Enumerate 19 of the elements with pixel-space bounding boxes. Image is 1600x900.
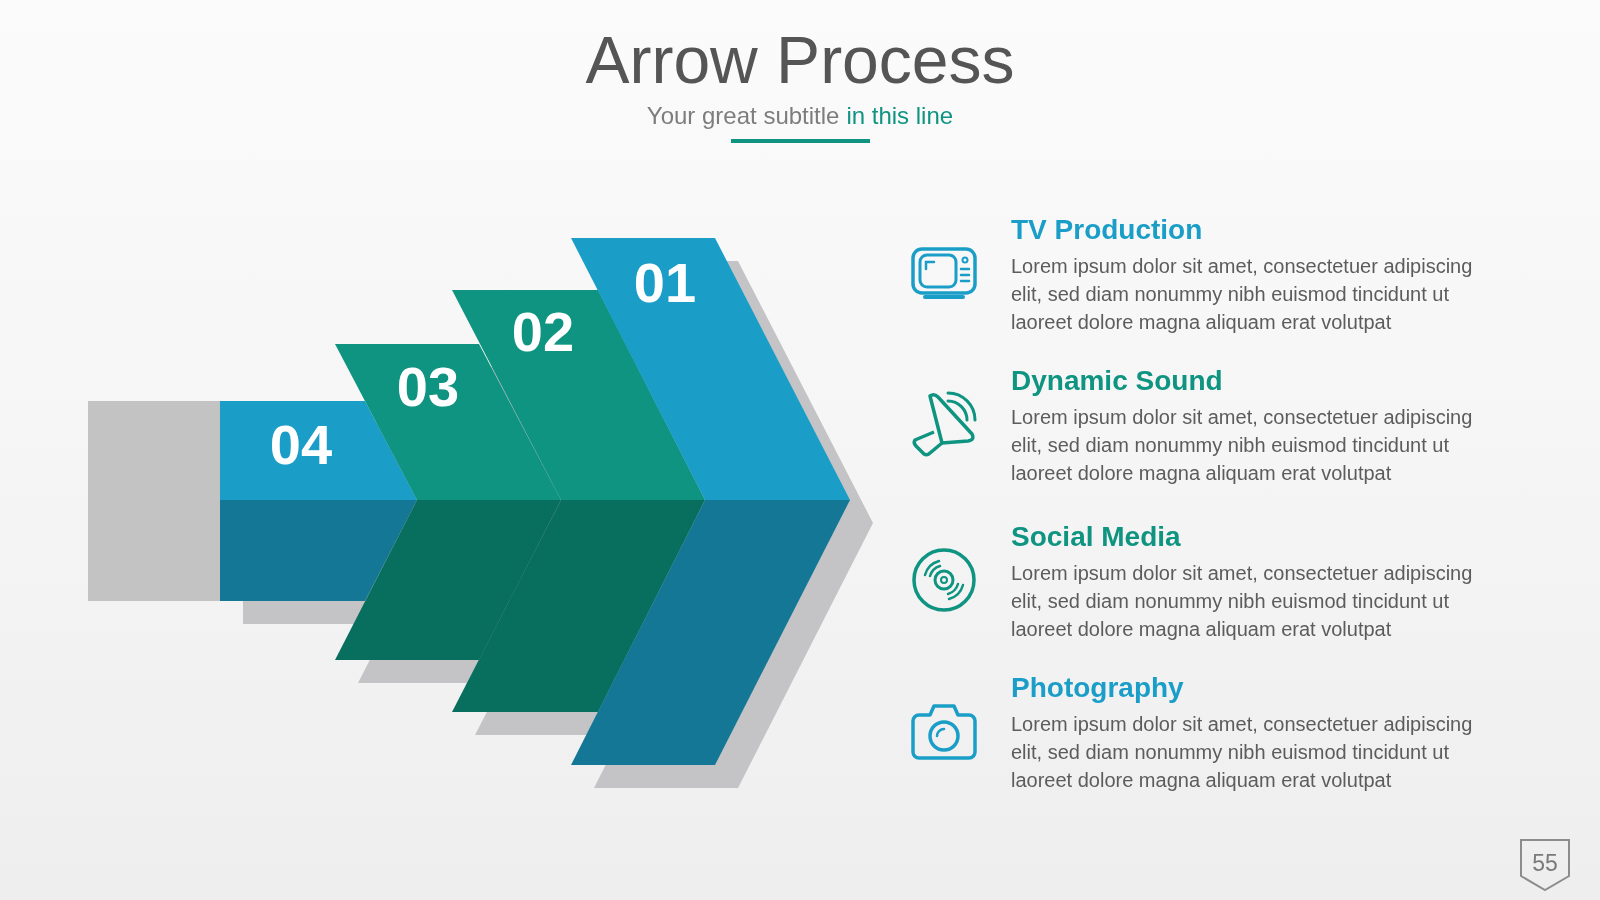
item-heading: Dynamic Sound — [1011, 364, 1223, 398]
item-heading: TV Production — [1011, 213, 1203, 247]
page-number: 55 — [1532, 850, 1558, 876]
step-number: 03 — [396, 357, 460, 417]
item-heading: Social Media — [1011, 520, 1181, 554]
item-description: Lorem ipsum dolor sit amet, consectetuer adipiscing elit, sed diam nonummy nibh euismod tincidunt ut laoreet dolore magna aliquam erat volutpat — [1011, 405, 1474, 486]
subtitle-highlight: in this line — [846, 101, 954, 131]
step-number: 02 — [511, 302, 575, 362]
page-number-badge — [1520, 839, 1570, 891]
item-description: Lorem ipsum dolor sit amet, consectetuer adipiscing elit, sed diam nonummy nibh euismod tincidunt ut laoreet dolore magna aliquam erat volutpat — [1011, 254, 1474, 335]
step-number: 01 — [633, 253, 697, 313]
item-description: Lorem ipsum dolor sit amet, consectetuer adipiscing elit, sed diam nonummy nibh euismod tincidunt ut laoreet dolore magna aliquam erat volutpat — [1011, 561, 1474, 642]
chevron-band — [571, 238, 850, 765]
slide-title: Arrow Process — [585, 22, 1015, 98]
subtitle: Your great subtitle — [646, 101, 840, 131]
item-description: Lorem ipsum dolor sit amet, consectetuer adipiscing elit, sed diam nonummy nibh euismod tincidunt ut laoreet dolore magna aliquam erat volutpat — [1011, 712, 1474, 793]
step-number: 04 — [269, 415, 333, 475]
tail-block — [88, 401, 220, 601]
item-heading: Photography — [1011, 671, 1184, 705]
